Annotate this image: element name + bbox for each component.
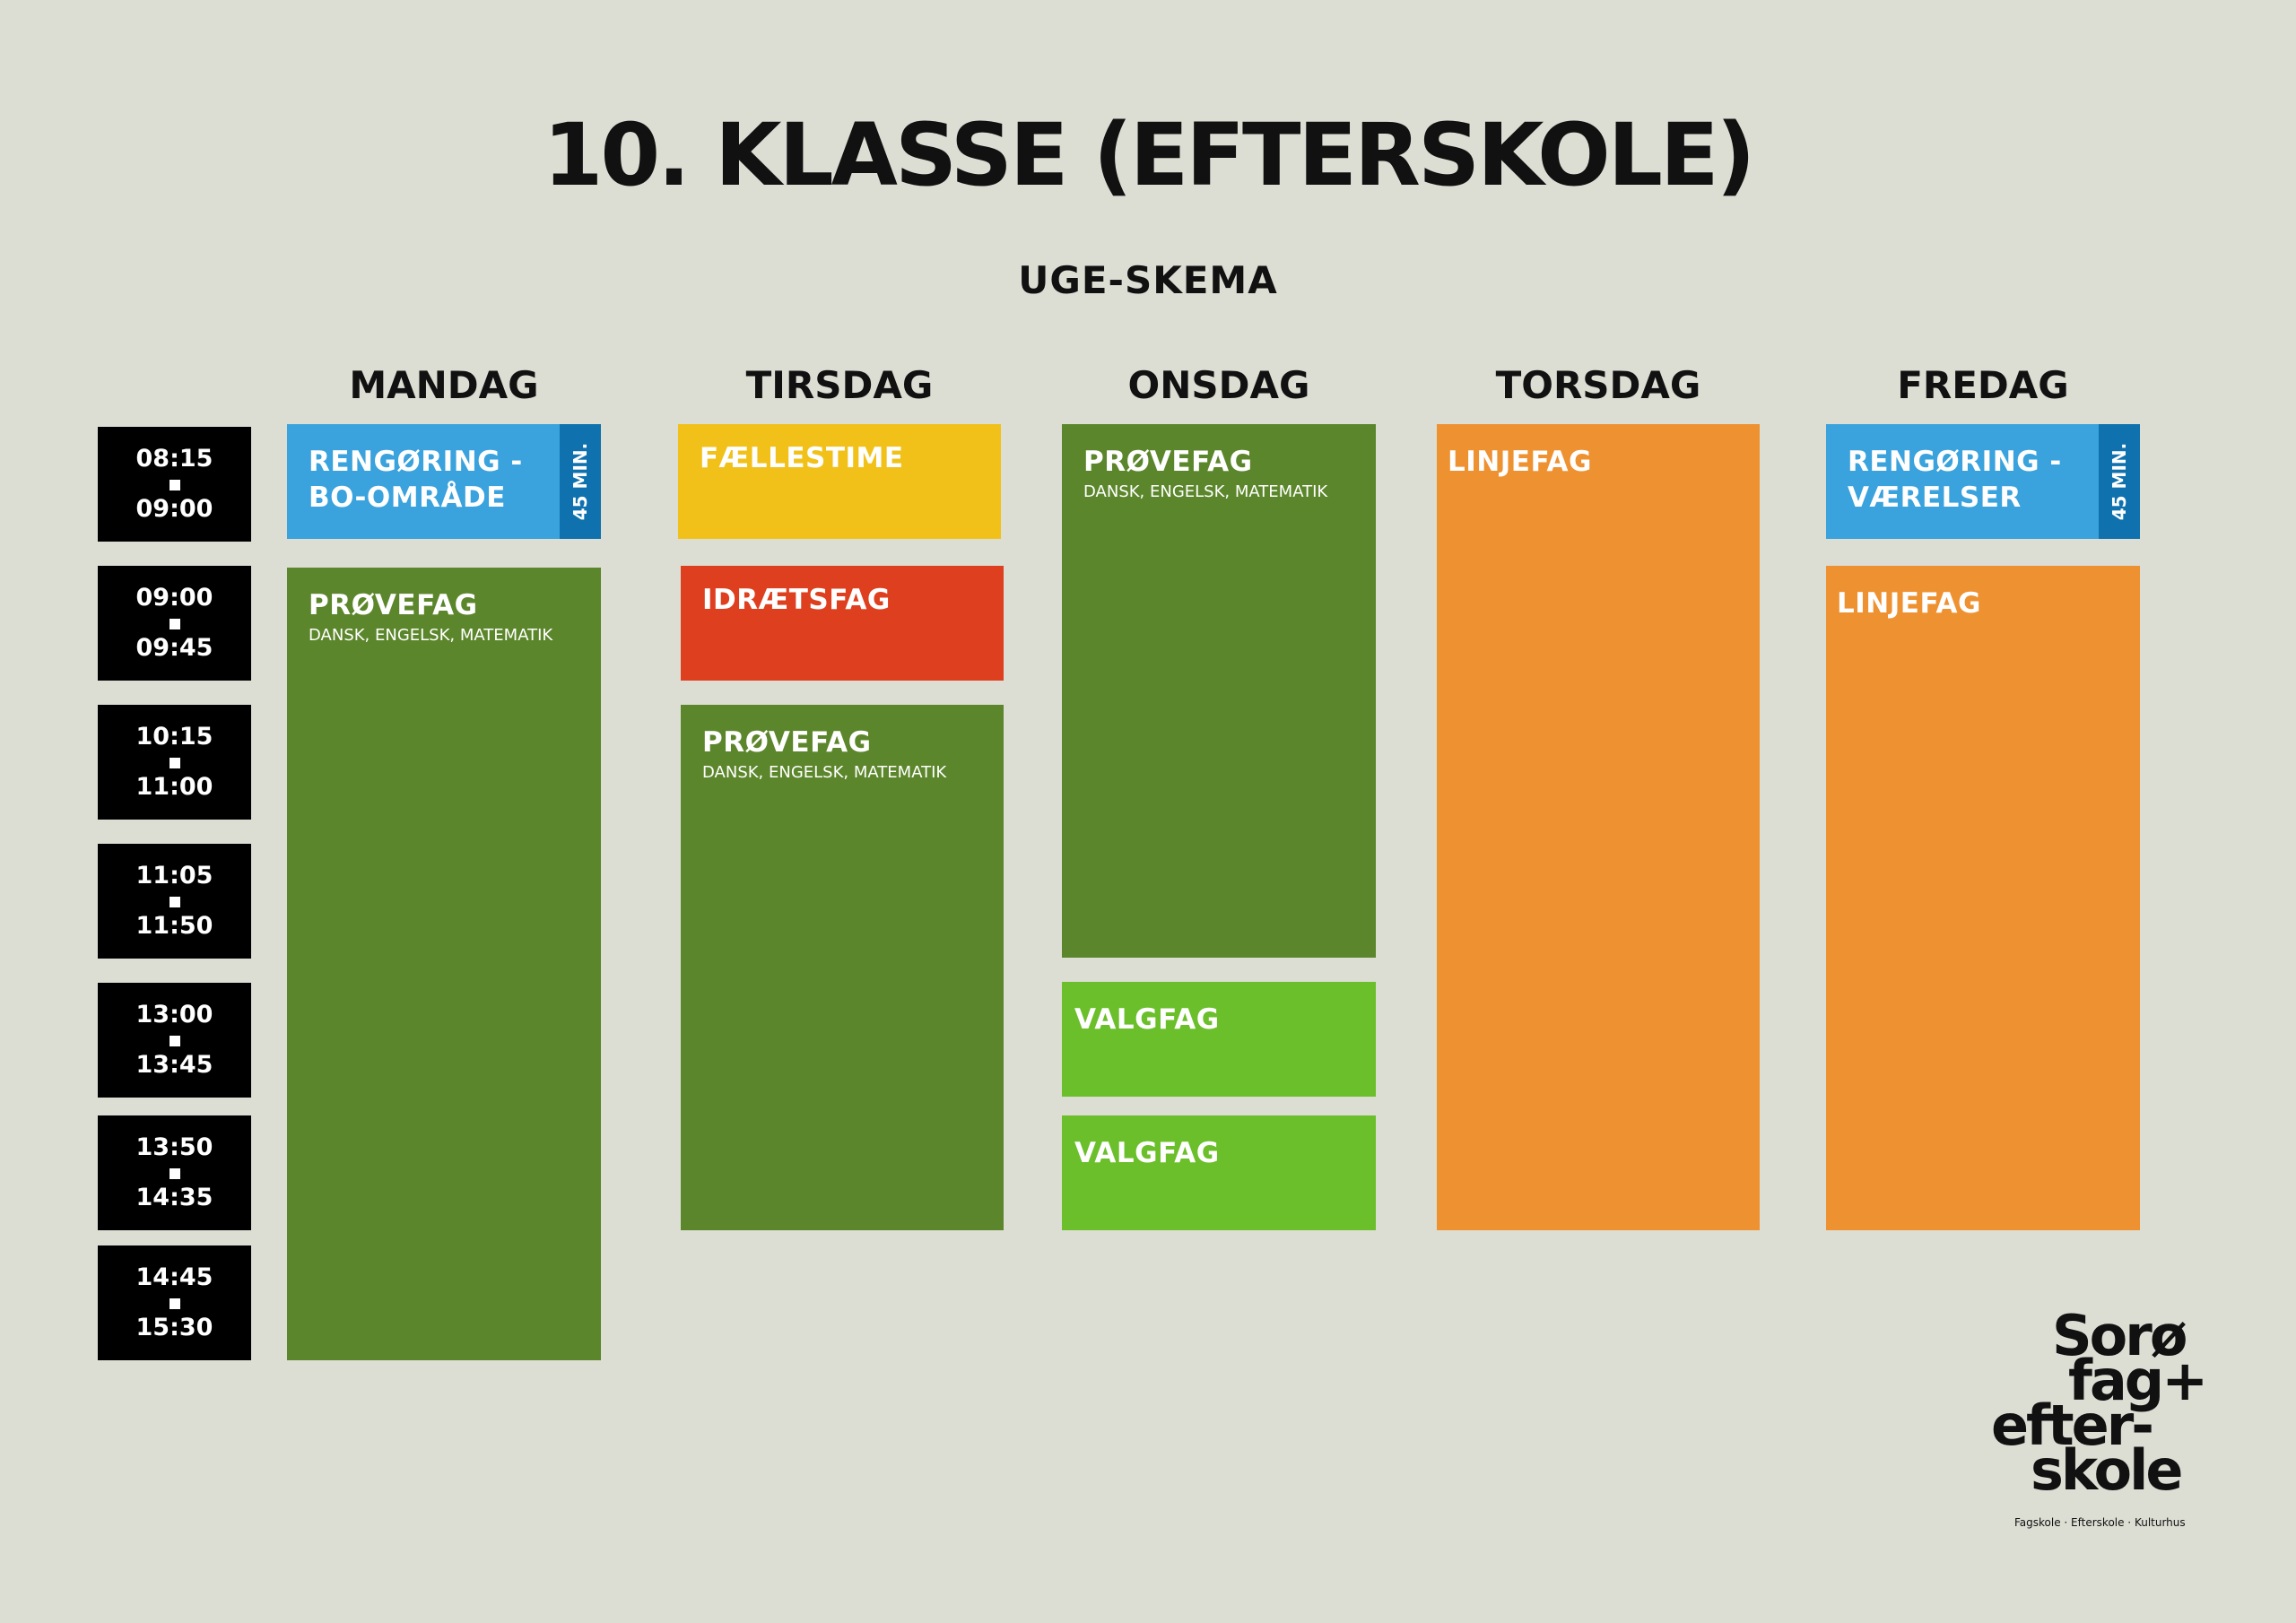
block-title: BO-OMRÅDE xyxy=(309,482,506,514)
page-title: 10. KLASSE (EFTERSKOLE) xyxy=(543,105,1756,205)
time-end: 15:30 xyxy=(135,1314,213,1341)
time-slot: 09:00 09:45 xyxy=(98,566,251,681)
duration-label: 45 MIN. xyxy=(2109,442,2131,521)
block-title: IDRÆTSFAG xyxy=(702,584,891,616)
separator-square-icon xyxy=(169,1168,180,1179)
block-title: VALGFAG xyxy=(1074,1137,1220,1169)
duration-strip: 45 MIN. xyxy=(2099,424,2140,539)
block-wednesday-valgfag-2: VALGFAG xyxy=(1062,1115,1376,1230)
time-slot: 10:15 11:00 xyxy=(98,705,251,820)
block-tuesday-faellestime: FÆLLESTIME xyxy=(678,424,1001,539)
block-wednesday-valgfag-1: VALGFAG xyxy=(1062,982,1376,1097)
logo-word: skole xyxy=(2031,1437,2183,1503)
time-start: 10:15 xyxy=(135,723,213,751)
time-start: 13:00 xyxy=(135,1001,213,1028)
time-slot: 08:15 09:00 xyxy=(98,427,251,542)
block-monday-cleaning: RENGØRING - BO-OMRÅDE 45 MIN. xyxy=(287,424,601,539)
logo-word: Sorø xyxy=(2052,1303,2187,1368)
block-friday-linjefag: LINJEFAG xyxy=(1826,566,2140,1230)
block-tuesday-idraetsfag: IDRÆTSFAG xyxy=(681,566,1004,681)
time-end: 13:45 xyxy=(135,1051,213,1079)
time-slot: 14:45 15:30 xyxy=(98,1245,251,1360)
logo-tagline: Fagskole · Efterskole · Kulturhus xyxy=(2014,1516,2186,1529)
block-title: VALGFAG xyxy=(1074,1003,1220,1036)
logo-word: fag+ xyxy=(2068,1348,2208,1413)
block-subjects: DANSK, ENGELSK, MATEMATIK xyxy=(1083,482,1328,501)
block-wednesday-provefag: PRØVEFAG DANSK, ENGELSK, MATEMATIK xyxy=(1062,424,1376,958)
block-title: PRØVEFAG xyxy=(1083,446,1253,478)
time-slot: 13:00 13:45 xyxy=(98,983,251,1098)
school-logo: Sorø fag+ efter- skole Fagskole · Efters… xyxy=(1991,1303,2208,1530)
duration-label: 45 MIN. xyxy=(570,442,592,521)
block-title: PRØVEFAG xyxy=(309,589,478,621)
day-header-friday: FREDAG xyxy=(1897,363,2069,407)
time-slot: 11:05 11:50 xyxy=(98,844,251,959)
block-subjects: DANSK, ENGELSK, MATEMATIK xyxy=(702,763,947,782)
block-title: LINJEFAG xyxy=(1837,587,1981,620)
separator-square-icon xyxy=(169,480,180,490)
separator-square-icon xyxy=(169,1298,180,1309)
block-monday-provefag: PRØVEFAG DANSK, ENGELSK, MATEMATIK xyxy=(287,568,601,1360)
block-thursday-linjefag: LINJEFAG xyxy=(1437,424,1760,1230)
block-title: RENGØRING - xyxy=(1848,446,2062,478)
block-tuesday-provefag: PRØVEFAG DANSK, ENGELSK, MATEMATIK xyxy=(681,705,1004,1230)
time-start: 13:50 xyxy=(135,1133,213,1161)
time-end: 11:50 xyxy=(135,912,213,940)
duration-strip: 45 MIN. xyxy=(560,424,601,539)
time-slot: 13:50 14:35 xyxy=(98,1115,251,1230)
separator-square-icon xyxy=(169,758,180,768)
time-end: 09:45 xyxy=(135,634,213,662)
block-title: FÆLLESTIME xyxy=(700,442,904,474)
day-header-tuesday: TIRSDAG xyxy=(745,363,934,407)
day-header-monday: MANDAG xyxy=(349,363,539,407)
time-end: 14:35 xyxy=(135,1184,213,1211)
separator-square-icon xyxy=(169,897,180,907)
time-start: 14:45 xyxy=(135,1263,213,1291)
schedule-subtitle: UGE-SKEMA xyxy=(1018,258,1278,302)
day-header-wednesday: ONSDAG xyxy=(1127,363,1310,407)
block-title: VÆRELSER xyxy=(1848,482,2022,514)
time-start: 08:15 xyxy=(135,445,213,473)
time-start: 09:00 xyxy=(135,584,213,612)
time-end: 11:00 xyxy=(135,773,213,801)
block-title: RENGØRING - xyxy=(309,446,523,478)
block-subjects: DANSK, ENGELSK, MATEMATIK xyxy=(309,626,553,645)
logo-word: efter- xyxy=(1991,1393,2154,1458)
time-end: 09:00 xyxy=(135,495,213,523)
day-header-thursday: TORSDAG xyxy=(1495,363,1701,407)
block-title: PRØVEFAG xyxy=(702,726,872,759)
time-start: 11:05 xyxy=(135,862,213,890)
separator-square-icon xyxy=(169,619,180,629)
block-friday-cleaning: RENGØRING - VÆRELSER 45 MIN. xyxy=(1826,424,2140,539)
separator-square-icon xyxy=(169,1036,180,1046)
block-title: LINJEFAG xyxy=(1448,446,1592,478)
